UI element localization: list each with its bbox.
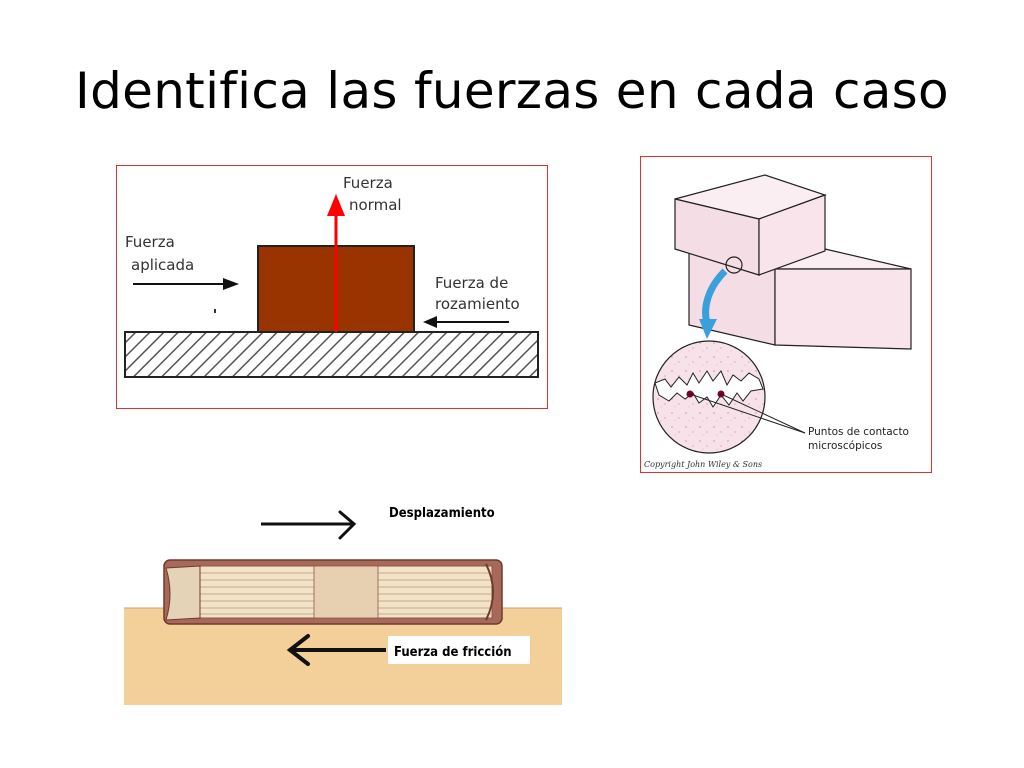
book-fore-edge — [485, 563, 494, 621]
friction-force-label-line2: rozamiento — [435, 295, 520, 313]
book-friction-diagram: Desplazamiento Fuerza de fricción — [124, 490, 562, 705]
contact-label-line1: Puntos de contacto — [808, 426, 909, 438]
displacement-label: Desplazamiento — [389, 506, 495, 521]
block-force-diagram: Fuerza normal Fuerza aplicada Fuerza de … — [116, 165, 548, 409]
normal-force-label-line2: normal — [349, 196, 402, 214]
micro-diagram-svg: Puntos de contacto microscópicos Copyrig… — [644, 174, 912, 469]
contact-zone-circle — [725, 256, 743, 274]
slide-title: Identifica las fuerzas en cada caso — [75, 62, 949, 120]
applied-force-arrowhead — [223, 278, 239, 290]
upper-block-side — [758, 194, 826, 276]
lower-block-side — [774, 268, 912, 350]
contact-leader-2 — [720, 393, 806, 434]
friction-force-arrowhead — [423, 316, 437, 328]
applied-force-label-line2: aplicada — [131, 256, 194, 274]
friction-label: Fuerza de fricción — [394, 645, 512, 660]
zoom-arrowhead — [699, 319, 717, 339]
book-spine-band — [313, 565, 379, 619]
contact-label-line2: microscópicos — [808, 440, 882, 452]
contact-leader-1 — [689, 393, 806, 434]
block-diagram-svg: Fuerza normal Fuerza aplicada Fuerza de … — [124, 174, 539, 378]
copyright-text: Copyright John Wiley & Sons — [644, 460, 762, 469]
normal-force-label-line1: Fuerza — [343, 174, 393, 192]
friction-arrowhead — [286, 634, 310, 666]
friction-force-label-line1: Fuerza de — [435, 274, 508, 292]
friction-label-box — [388, 636, 530, 664]
displacement-arrowhead — [338, 510, 357, 540]
normal-force-arrowhead — [327, 194, 345, 216]
microscopic-contact-diagram: Puntos de contacto microscópicos Copyrig… — [640, 156, 932, 473]
book-diagram-svg: Desplazamiento Fuerza de fricción — [124, 506, 562, 705]
applied-force-label-line1: Fuerza — [125, 233, 175, 251]
stray-mark — [214, 309, 216, 313]
book-left-edge — [165, 565, 201, 621]
hatched-surface — [124, 331, 539, 378]
